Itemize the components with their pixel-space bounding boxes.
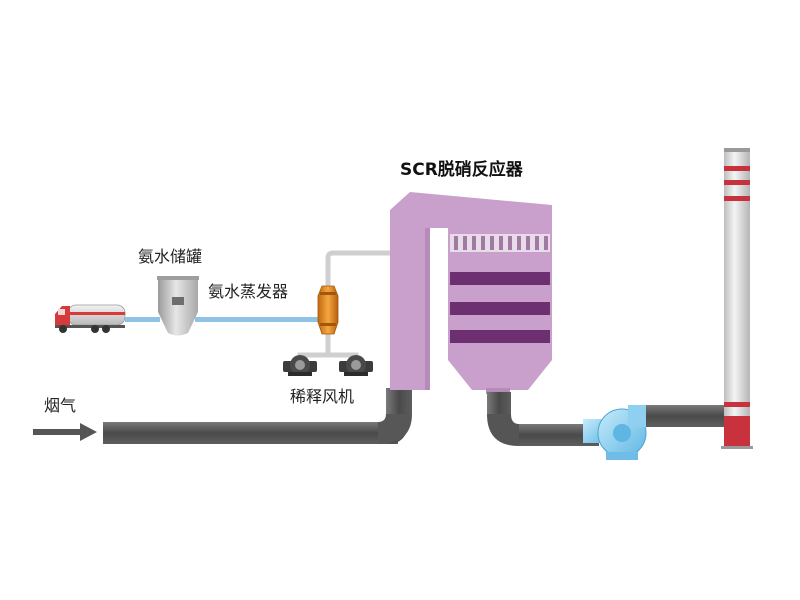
scr-reactor	[390, 192, 552, 394]
dilution-air-pipe	[297, 250, 392, 360]
dilution-fan-right-icon	[339, 355, 373, 376]
induced-draft-fan-icon	[583, 405, 647, 460]
ammonia-truck-icon	[55, 304, 126, 333]
inlet-flue-pipe	[103, 388, 412, 444]
scr-reactor-label: SCR脱硝反应器	[400, 160, 523, 180]
dilution-fan-label: 稀释风机	[290, 387, 355, 406]
chimney-stack	[721, 148, 753, 449]
ammonia-storage-tank	[157, 276, 199, 336]
dilution-fan-left-icon	[283, 355, 317, 376]
flue-gas-arrow-icon	[33, 423, 97, 441]
ammonia-tank-label: 氨水储罐	[138, 247, 203, 266]
flue-gas-label: 烟气	[44, 396, 77, 415]
ammonia-evaporator-label: 氨水蒸发器	[208, 282, 289, 301]
ammonia-evaporator	[317, 285, 339, 335]
ammonia-water-pipe	[125, 317, 320, 322]
outlet-flue-pipe	[487, 392, 726, 446]
